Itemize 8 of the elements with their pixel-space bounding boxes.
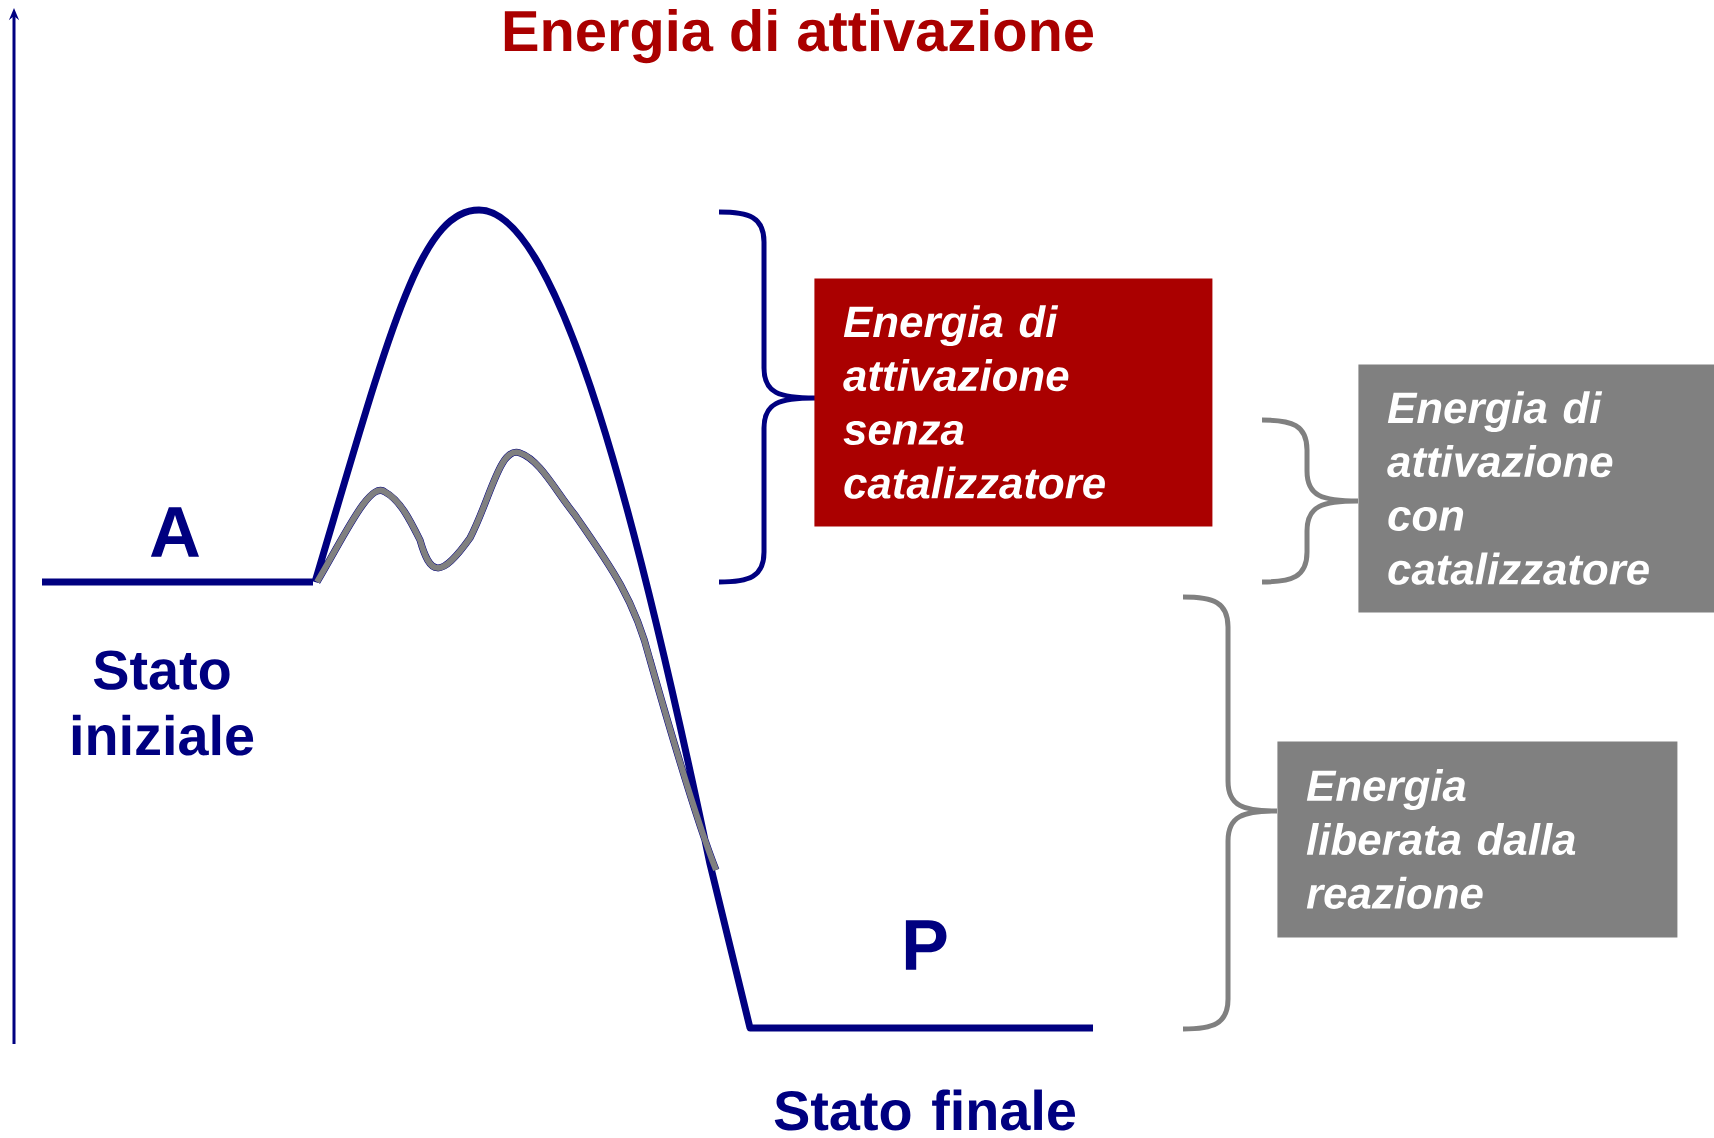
state-label: Stato iniziale — [72, 650, 254, 756]
text-box: Energia liberata dalla reazione — [1277, 741, 1678, 938]
big-letter: P — [905, 920, 947, 970]
big-letter: A — [150, 507, 199, 557]
text-box: Energia di attivazione con catalizzatore — [1358, 364, 1714, 613]
text-box: Energia di attivazione senza catalizzatore — [814, 278, 1213, 527]
title: Energia di attivazione — [504, 9, 1094, 64]
state-label: Stato finale — [774, 1089, 1075, 1131]
